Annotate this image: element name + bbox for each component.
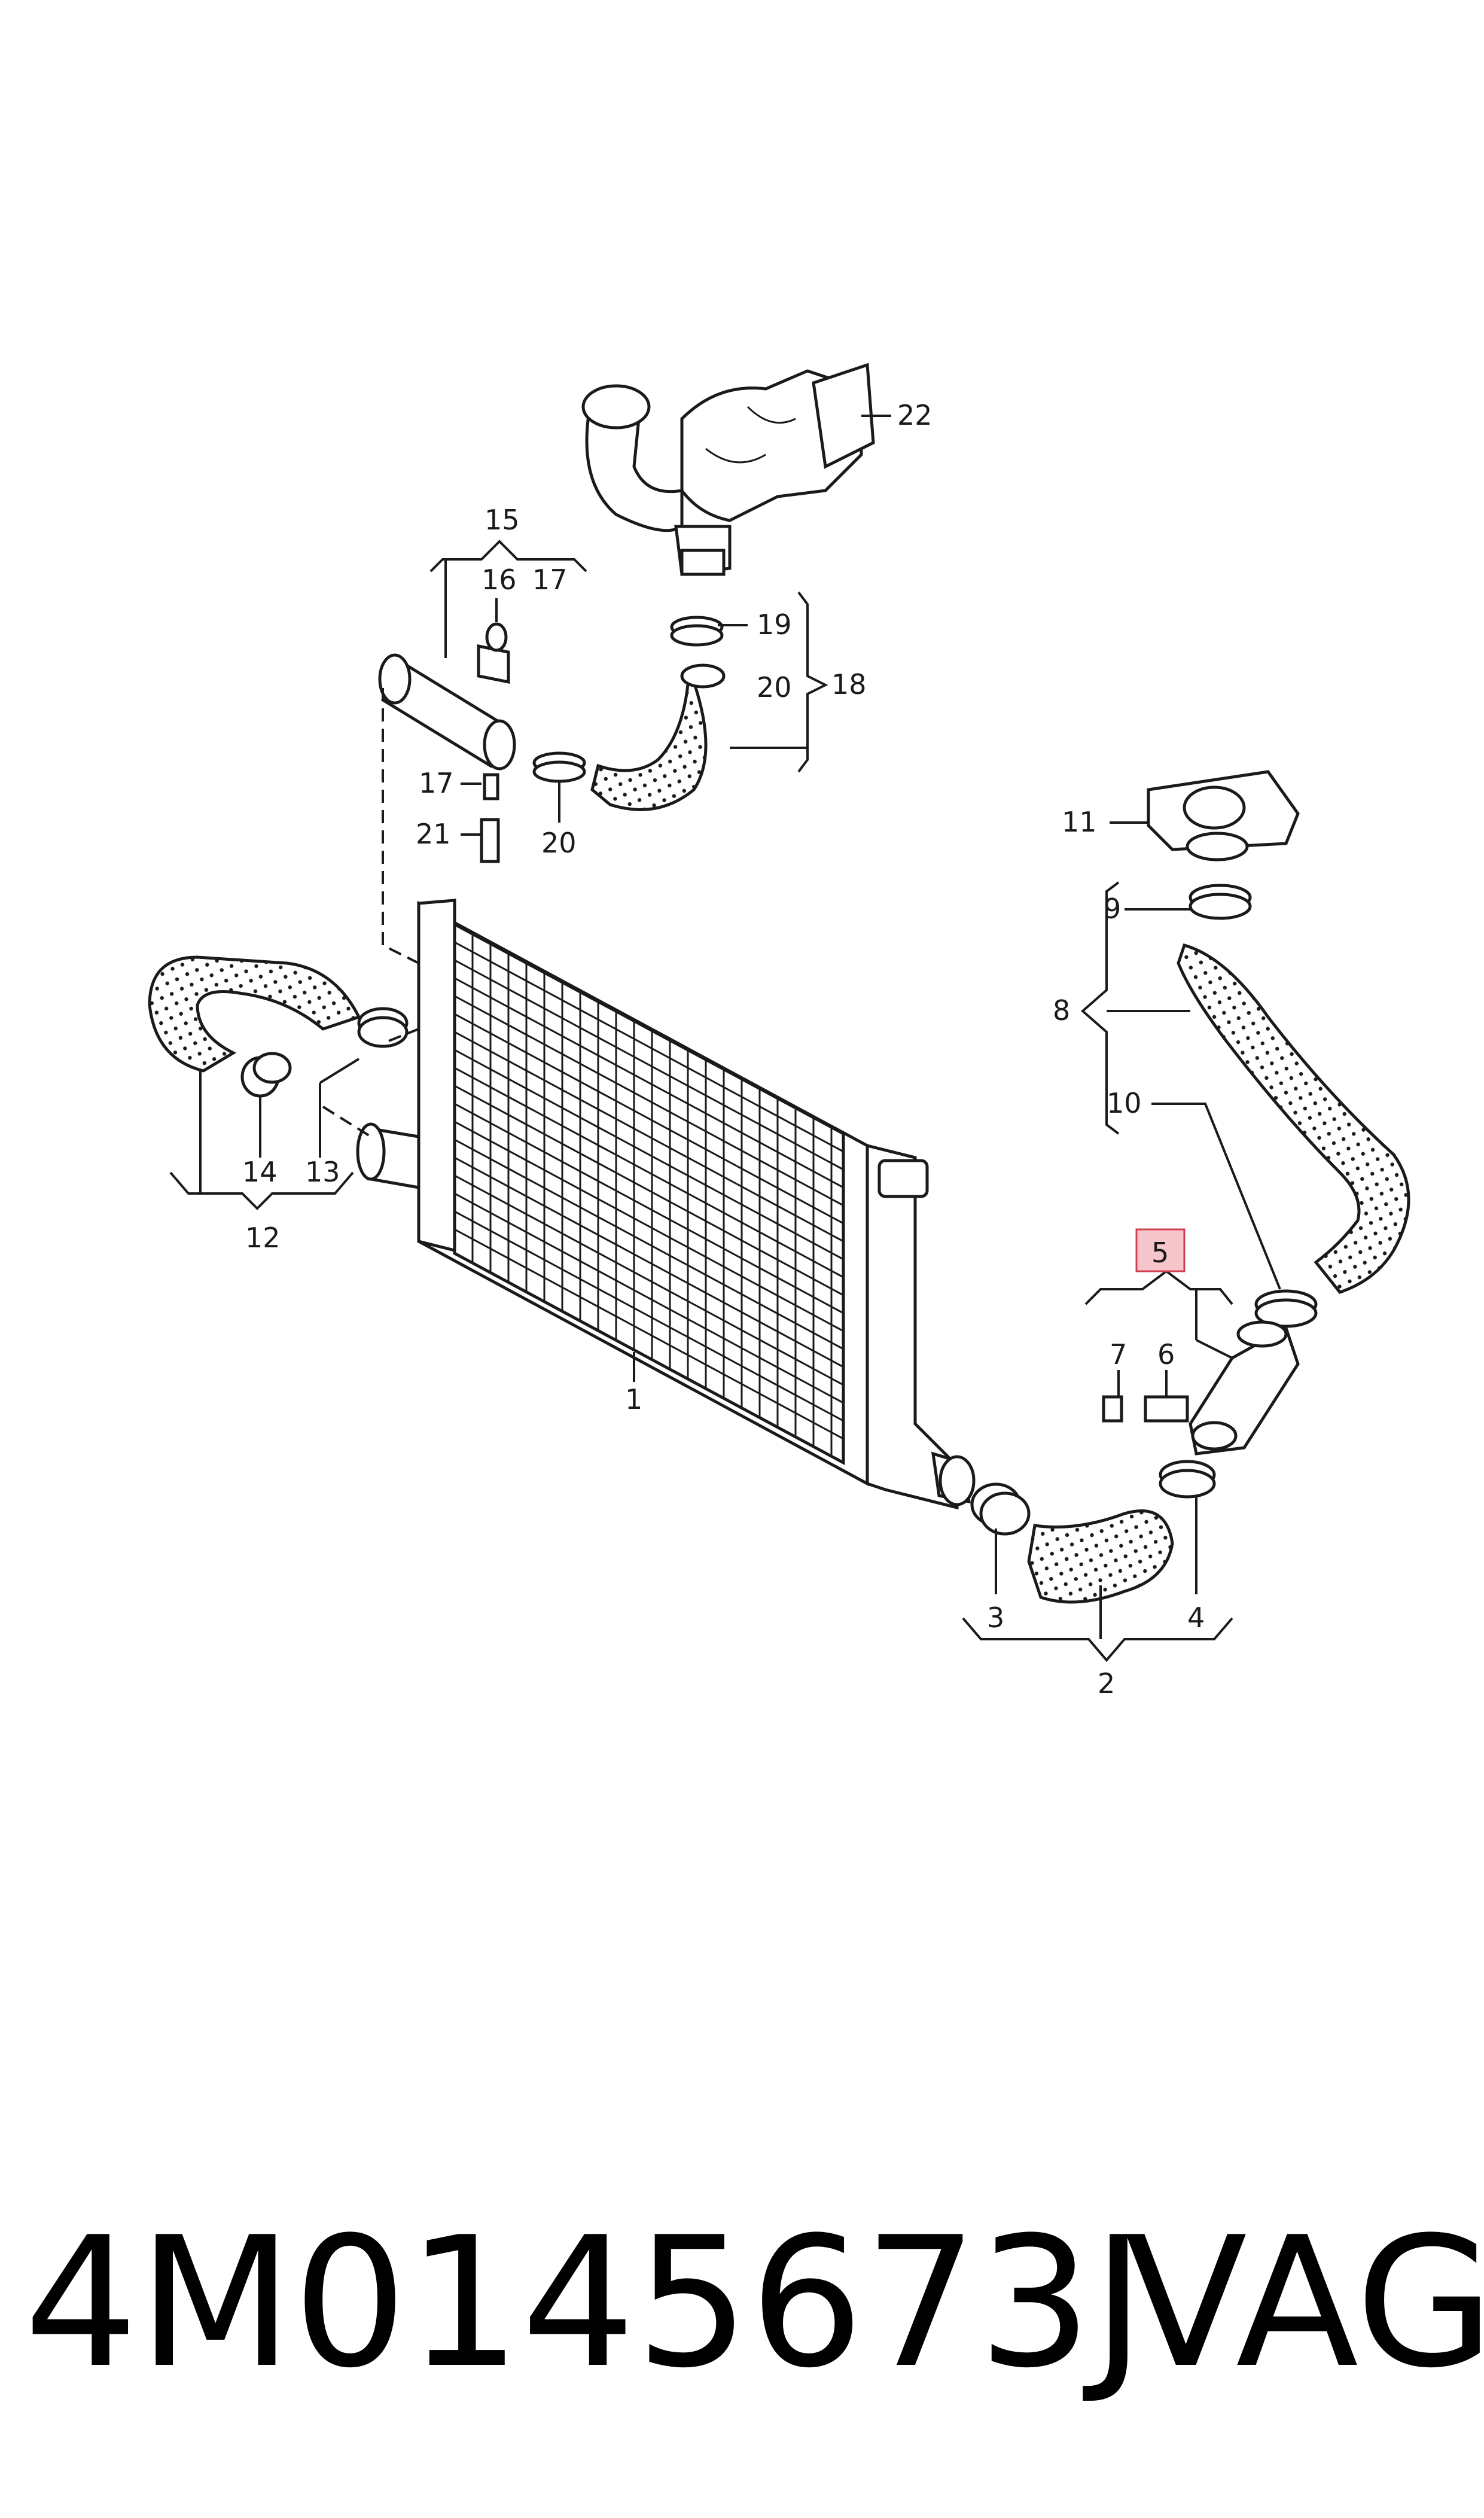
hose-right bbox=[1177, 884, 1410, 1328]
callout-labels: 1 2 3 4 5 6 7 8 9 10 11 12 13 14 15 16 1… bbox=[242, 399, 1205, 1700]
brand-label: VAG bbox=[1125, 2199, 1484, 2407]
callout-2: 2 bbox=[1098, 1667, 1115, 1700]
hose-left bbox=[148, 955, 409, 1098]
callout-19: 19 bbox=[757, 608, 792, 641]
callout-11: 11 bbox=[1062, 806, 1097, 838]
callout-20-below: 20 bbox=[541, 827, 577, 859]
callout-22: 22 bbox=[897, 399, 933, 431]
callout-18: 18 bbox=[831, 668, 867, 701]
turbocharger bbox=[581, 363, 875, 576]
callout-9: 9 bbox=[1104, 893, 1121, 925]
callout-13: 13 bbox=[305, 1156, 340, 1188]
pressure-pipe bbox=[1102, 1320, 1300, 1499]
callout-15: 15 bbox=[484, 504, 520, 536]
throttle-body bbox=[1147, 770, 1300, 861]
callout-8: 8 bbox=[1053, 994, 1070, 1027]
callout-16: 16 bbox=[482, 564, 517, 596]
callout-21: 21 bbox=[416, 818, 451, 850]
parts-diagram: 1 2 3 4 5 6 7 8 9 10 11 12 13 14 15 16 1… bbox=[148, 363, 1410, 1700]
part-number: 4M0145673J bbox=[24, 2199, 1145, 2407]
callout-1: 1 bbox=[625, 1383, 642, 1415]
hose-lower bbox=[970, 1482, 1174, 1604]
highlight-box bbox=[1135, 1228, 1186, 1272]
pipe-assembly bbox=[378, 622, 586, 863]
callout-12: 12 bbox=[245, 1222, 281, 1254]
callout-3: 3 bbox=[987, 1601, 1004, 1634]
intercooler bbox=[356, 899, 976, 1510]
callout-20-right: 20 bbox=[757, 671, 792, 704]
callout-4: 4 bbox=[1187, 1601, 1205, 1634]
callout-17-top: 17 bbox=[532, 564, 568, 596]
leader-lines bbox=[169, 415, 1281, 1663]
callout-6: 6 bbox=[1157, 1338, 1175, 1371]
callout-7: 7 bbox=[1110, 1338, 1127, 1371]
hose-upper bbox=[590, 616, 726, 811]
callout-10: 10 bbox=[1107, 1087, 1142, 1119]
callout-17-left: 17 bbox=[419, 767, 454, 799]
callout-14: 14 bbox=[242, 1156, 278, 1188]
callout-5: 5 bbox=[1151, 1237, 1169, 1269]
